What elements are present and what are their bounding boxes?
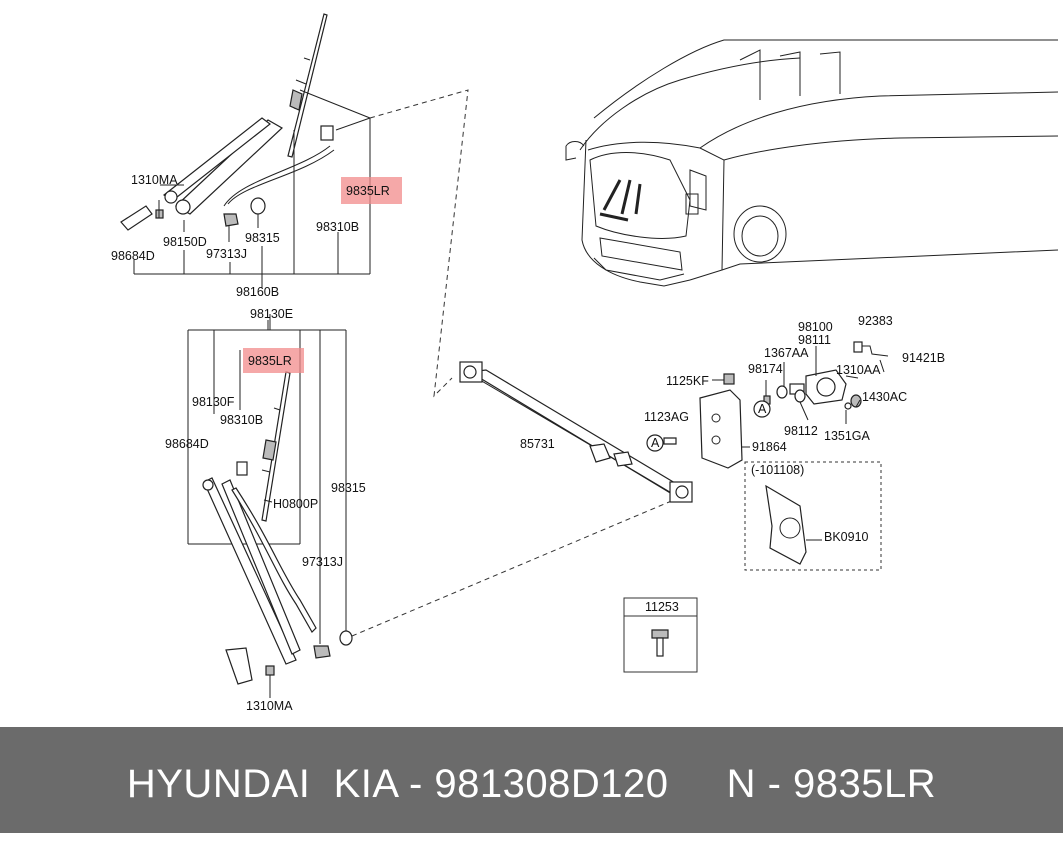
label-r-1351GA: 1351GA (824, 429, 871, 443)
label-r-91421B: 91421B (902, 351, 945, 365)
label-r-101108: (-101108) (751, 463, 804, 477)
label-r-1367AA: 1367AA (764, 346, 809, 360)
label-top-98315: 98315 (245, 231, 280, 245)
label-callout-A1: A (651, 436, 660, 450)
callout-A1-circle (646, 434, 664, 452)
label-top-98160B: 98160B (236, 285, 279, 299)
bolt-icon (651, 629, 669, 639)
variant-box (744, 461, 882, 571)
motor-assembly: A A (646, 341, 889, 469)
label-mid-9835LR: 9835LR (248, 354, 292, 368)
footer-part-numbers: HYUNDAI KIA - 981308D120 N - 9835LR (126, 762, 937, 806)
label-mid-97313J: 97313J (302, 555, 343, 569)
label-r-BK0910: BK0910 (824, 530, 869, 544)
label-top-98310B: 98310B (316, 220, 359, 234)
callout-A2-circle (753, 400, 771, 418)
label-callout-A2: A (758, 402, 767, 416)
top-arm-cap (120, 205, 153, 231)
top-wiper-blade (287, 13, 328, 158)
label-r-98111: 98111 (798, 333, 831, 347)
label-r-91864: 91864 (752, 440, 787, 454)
label-mid-98684D: 98684D (165, 437, 209, 451)
bus-illustration (565, 39, 1059, 287)
top-highlight-box (341, 177, 402, 204)
label-r-85731: 85731 (520, 437, 555, 451)
label-r-1125KF: 1125KF (666, 374, 709, 388)
bolt-box (623, 597, 698, 673)
label-mid-98130E: 98130E (250, 307, 293, 321)
mid-wiper-arm (203, 477, 297, 665)
label-mid-98310B: 98310B (220, 413, 263, 427)
label-top-1310MA: 1310MA (131, 173, 178, 187)
label-top-98150D: 98150D (163, 235, 207, 249)
label-bot-1310MA: 1310MA (246, 699, 293, 713)
label-mid-H0800P: H0800P (273, 497, 318, 511)
label-r-1123AG: 1123AG (644, 410, 689, 424)
wiper-linkage (459, 361, 693, 503)
label-top-97313J: 97313J (206, 247, 247, 261)
label-r-98100: 98100 (798, 320, 833, 334)
label-mid-98130F: 98130F (192, 395, 235, 409)
mid-highlight-box (243, 348, 304, 373)
label-top-98684D: 98684D (111, 249, 155, 263)
label-r-92383: 92383 (858, 314, 893, 328)
label-r-98174: 98174 (748, 362, 783, 376)
label-r-98112: 98112 (784, 424, 818, 438)
label-box-11253: 11253 (645, 600, 679, 614)
top-wiper-assembly (120, 13, 469, 398)
footer-bar: HYUNDAI KIA - 981308D120 N - 9835LR (0, 727, 1063, 833)
label-r-1310AA: 1310AA (836, 363, 881, 377)
label-r-1430AC: 1430AC (862, 390, 907, 404)
label-mid-98315: 98315 (331, 481, 366, 495)
label-top-9835LR: 9835LR (346, 184, 390, 198)
middle-wiper-assembly (187, 314, 689, 698)
parts-diagram: 9835LR 1310MA 98684D 98150D 97313J 98315… (111, 13, 1059, 713)
